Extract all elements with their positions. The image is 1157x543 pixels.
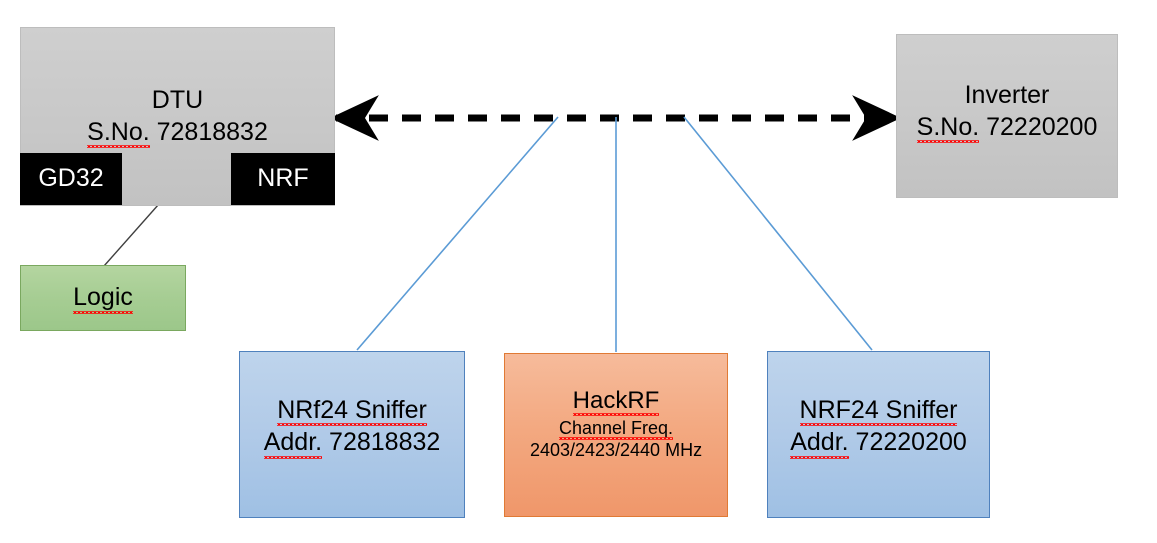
sniffer-right-addr-label: Addr. <box>790 428 849 458</box>
logic-label: Logic <box>73 283 133 314</box>
sniffer-left-title: NRf24 Sniffer <box>277 396 427 426</box>
sniffer-right-addr-spacer <box>849 428 856 456</box>
hackrf-title-text: HackRF <box>572 386 660 417</box>
sniffer-right-title: NRF24 Sniffer <box>799 395 958 426</box>
node-sniffer-left[interactable]: NRf24 Sniffer Addr. 72818832 <box>239 351 465 518</box>
dtu-serial-label: S.No. <box>87 117 150 148</box>
sniffer-left-tap-line <box>356 116 559 351</box>
inverter-serial-number: 72220200 <box>986 112 1098 141</box>
inverter-serial: S.No. 72220200 <box>916 112 1098 143</box>
node-sniffer-right[interactable]: NRF24 Sniffer Addr. 72220200 <box>767 351 990 518</box>
gd32-label: GD32 <box>38 164 104 193</box>
hackrf-subtitle: Channel Freq. <box>558 417 674 441</box>
hackrf-frequencies: 2403/2423/2440 MHz <box>529 440 703 461</box>
dtu-serial: S.No. 72818832 <box>87 118 268 148</box>
sniffer-left-address: Addr. 72818832 <box>263 428 441 458</box>
node-nrf[interactable]: NRF <box>231 153 335 205</box>
node-inverter[interactable]: Inverter S.No. 72220200 <box>896 34 1118 198</box>
dtu-serial-number-spacer <box>150 118 157 146</box>
dtu-serial-number: 72818832 <box>156 117 268 146</box>
sniffer-right-address: Addr. 72220200 <box>790 428 967 458</box>
nrf-label: NRF <box>257 164 309 193</box>
node-logic[interactable]: Logic <box>20 265 186 331</box>
sniffer-right-tap-line <box>683 116 873 351</box>
node-gd32[interactable]: GD32 <box>20 153 122 205</box>
sniffer-right-addr-value: 72220200 <box>855 428 967 456</box>
inverter-serial-label: S.No. <box>916 112 980 143</box>
sniffer-left-addr-value: 72818832 <box>329 428 441 456</box>
node-hackrf[interactable]: HackRF Channel Freq. 2403/2423/2440 MHz <box>504 353 728 517</box>
sniffer-left-addr-spacer <box>322 428 329 456</box>
sniffer-right-title-text: NRF24 Sniffer <box>799 395 958 426</box>
hackrf-title: HackRF <box>572 386 660 417</box>
sniffer-left-title-text: NRf24 Sniffer <box>277 395 427 426</box>
inverter-title: Inverter <box>964 81 1050 109</box>
hackrf-subtitle-text: Channel Freq. <box>558 417 674 441</box>
sniffer-left-addr-label: Addr. <box>263 428 323 458</box>
dtu-title: DTU <box>151 86 204 114</box>
logic-label-text: Logic <box>73 283 133 314</box>
